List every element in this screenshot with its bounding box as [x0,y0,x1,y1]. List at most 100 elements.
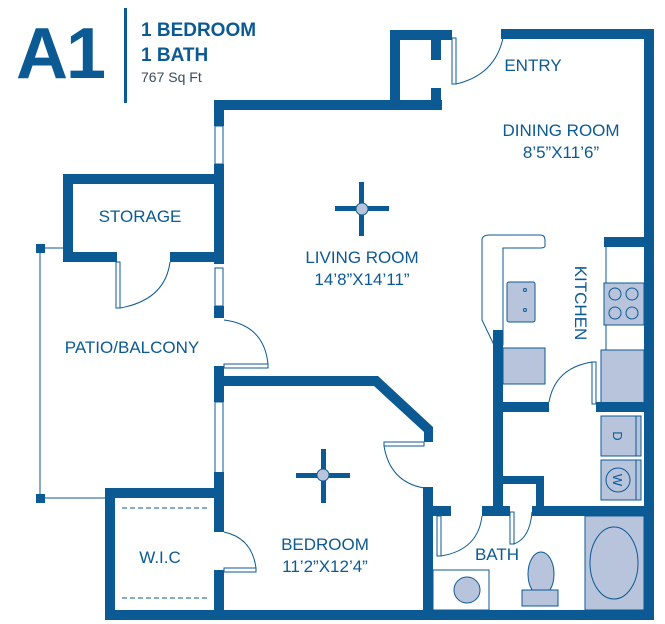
wall [423,487,433,620]
stove [603,282,645,326]
patio-door[interactable] [223,319,269,369]
door-swing [223,531,257,569]
kitchen-label: KITCHEN [571,266,590,341]
bath-door[interactable] [436,515,483,557]
ceiling-light-bedroom [296,449,350,503]
wall [493,402,549,412]
door-swing [455,37,504,85]
post [36,244,45,253]
bath-label: BATH [475,545,519,564]
door-leaf [223,567,257,573]
wall [596,402,644,412]
wall [214,100,224,126]
wall [105,610,654,620]
door-leaf [223,363,269,369]
bedroom-door[interactable] [383,441,425,489]
wall [431,88,441,110]
square-footage: 767 Sq Ft [141,69,202,85]
wall [63,252,117,262]
toilet-bowl [527,551,555,597]
door-leaf [436,515,442,557]
dryer-label: D [610,431,625,440]
vanity [432,569,490,611]
toilet-tank [521,589,559,607]
kitchen-counter-left [481,234,549,412]
wall [482,506,510,516]
patio-railing [36,244,108,503]
storage-label: STORAGE [99,207,182,226]
walk-in-closet [105,488,224,620]
window [214,401,224,475]
wall [604,237,644,247]
wall [63,174,224,184]
burner [625,306,639,320]
laundry: D W [493,402,642,512]
dishwasher [502,347,546,385]
laundry-door[interactable] [509,511,533,545]
wall [433,506,451,516]
wall [536,476,544,510]
ceiling-light-living [335,182,389,236]
entry-label: ENTRY [504,56,561,75]
wall [390,30,400,110]
wall [214,164,224,264]
wall [493,402,503,512]
wall [63,174,73,262]
door-swing [513,511,533,545]
wall [214,100,390,110]
wall [493,330,503,410]
refrigerator [600,349,645,406]
door-leaf [591,361,597,405]
washer-label: W [610,474,625,487]
counter [481,234,546,346]
entry-closet [380,30,452,110]
header-divider [124,8,127,103]
wall [431,30,441,60]
entry-door[interactable] [451,37,504,85]
door-swing [383,445,425,489]
door-leaf [451,37,457,85]
bathtub [584,515,645,611]
burner [608,306,622,320]
window [214,125,224,165]
door-leaf [383,441,425,447]
wall [501,29,654,39]
pantry-door[interactable] [548,361,597,405]
post [36,494,45,503]
washer [600,459,642,501]
wall [532,506,644,516]
wall [105,488,224,498]
door-swing [119,261,171,309]
sink-drain [523,288,527,292]
door-leaf [115,261,121,309]
light-center [316,468,330,482]
bedroom-dimensions: 11’2”X12’4” [282,557,368,576]
wall [214,306,224,318]
sink-drain [523,308,527,312]
wall [500,476,544,484]
light-center [355,202,369,216]
wall [214,570,224,620]
door-leaf [509,511,515,545]
dining-room-label: DINING ROOM [502,121,619,140]
patio-label: PATIO/BALCONY [65,338,199,357]
bedroom-count: 1 BEDROOM [141,20,257,41]
burner [625,287,639,301]
wall [170,252,224,262]
door-swing [223,319,269,365]
storage-door[interactable] [115,261,171,309]
bath-count: 1 BATH [141,45,209,66]
kitchen-counter-right [596,237,645,412]
tub-basin [589,526,639,600]
window [214,267,224,307]
dining-room-dimensions: 8’5”X11’6” [523,143,600,162]
kitchen-sink [506,281,536,323]
washer-drum [605,467,631,493]
wall [644,29,654,619]
burner [608,287,622,301]
wic-door[interactable] [223,531,257,573]
bath-sink [453,576,481,604]
wall [390,30,452,40]
storage-room [63,174,224,262]
door-swing [440,515,483,557]
